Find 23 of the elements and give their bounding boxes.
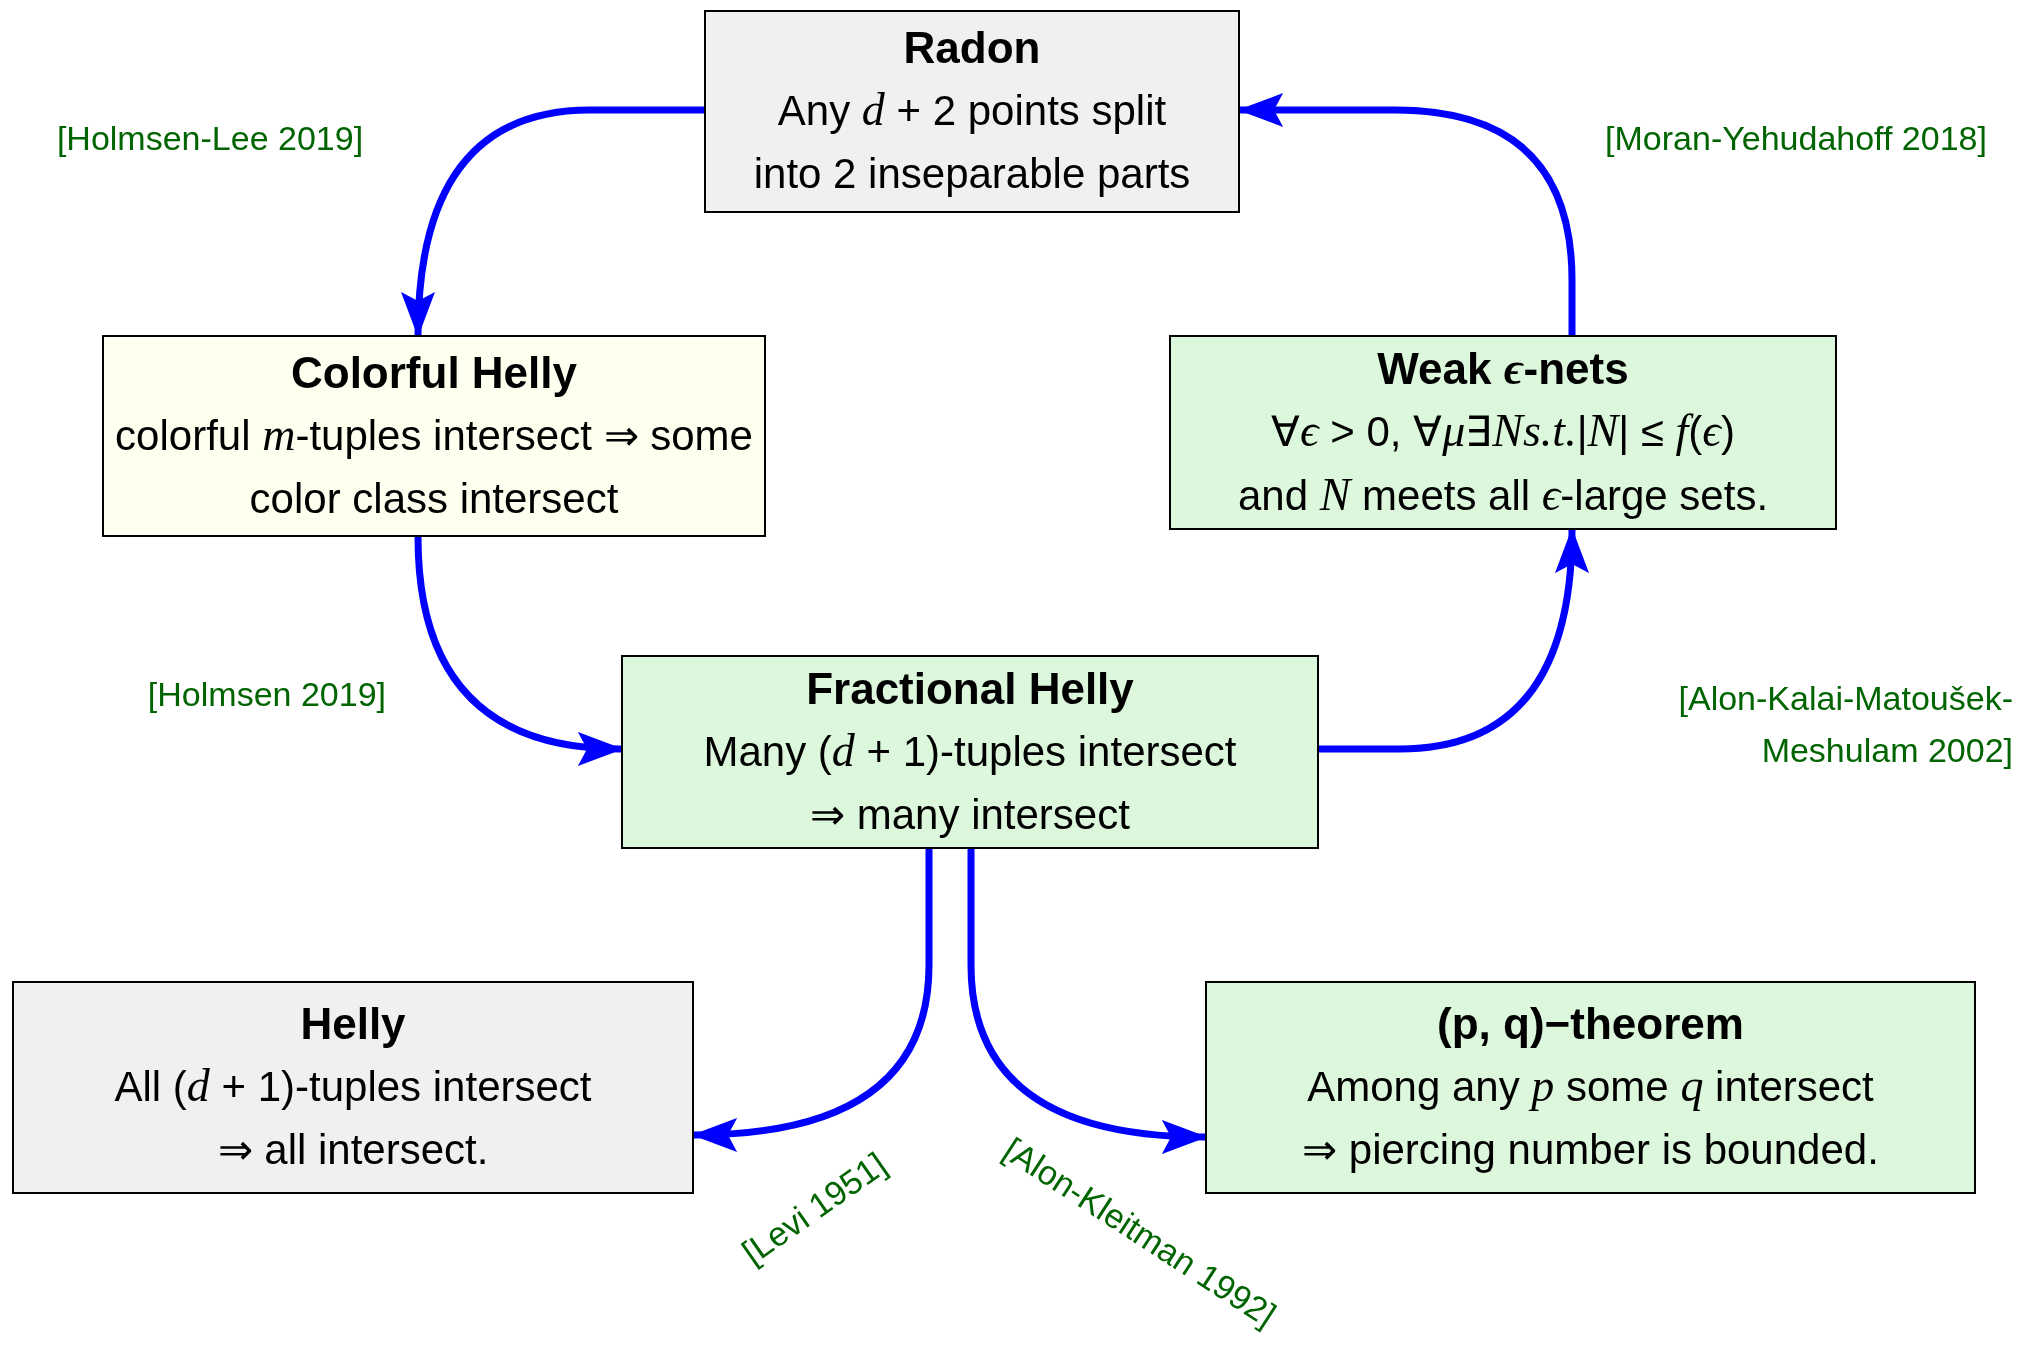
citation-label: [Moran-Yehudahoff 2018] [1605,118,1987,159]
theorem-box [621,655,1319,849]
citation-label: [Alon-Kalai-Matoušek-Meshulam 2002] [1677,678,2013,771]
theorem-title: Fractional Helly [806,662,1134,715]
theorem-box [704,10,1240,213]
theorem-statement: Many (d + 1)-tuples intersect ⇒ many intersect [702,723,1238,840]
theorem-statement: Any d + 2 points split into 2 inseparable parts [752,83,1192,199]
citation-label: [Holmsen-Lee 2019] [56,118,364,159]
theorem-statement: All (d + 1)-tuples intersect ⇒ all intersect. [113,1059,593,1175]
theorem-box [102,335,766,537]
theorem-box [1205,981,1976,1194]
theorem-title: (p, q)−theorem [1437,998,1744,1050]
theorem-box [1169,335,1837,530]
theorem-title: Radon [903,22,1041,74]
theorem-title: Colorful Helly [291,346,577,399]
theorem-statement: colorful m-tuples intersect ⇒ some color class intersect [114,407,754,524]
theorem-title: Helly [300,998,406,1050]
theorem-title: Weak ϵ-nets [1377,341,1629,396]
theorem-statement: ∀ϵ > 0, ∀μ∃Ns.t.|N| ≤ f(ϵ) and N meets all ϵ-large sets. [1236,403,1770,522]
theorem-statement: Among any p some q intersect ⇒ piercing number is bounded. [1301,1059,1880,1175]
theorem-box [12,981,694,1194]
citation-label: [Holmsen 2019] [147,674,386,715]
arrow [402,106,704,338]
